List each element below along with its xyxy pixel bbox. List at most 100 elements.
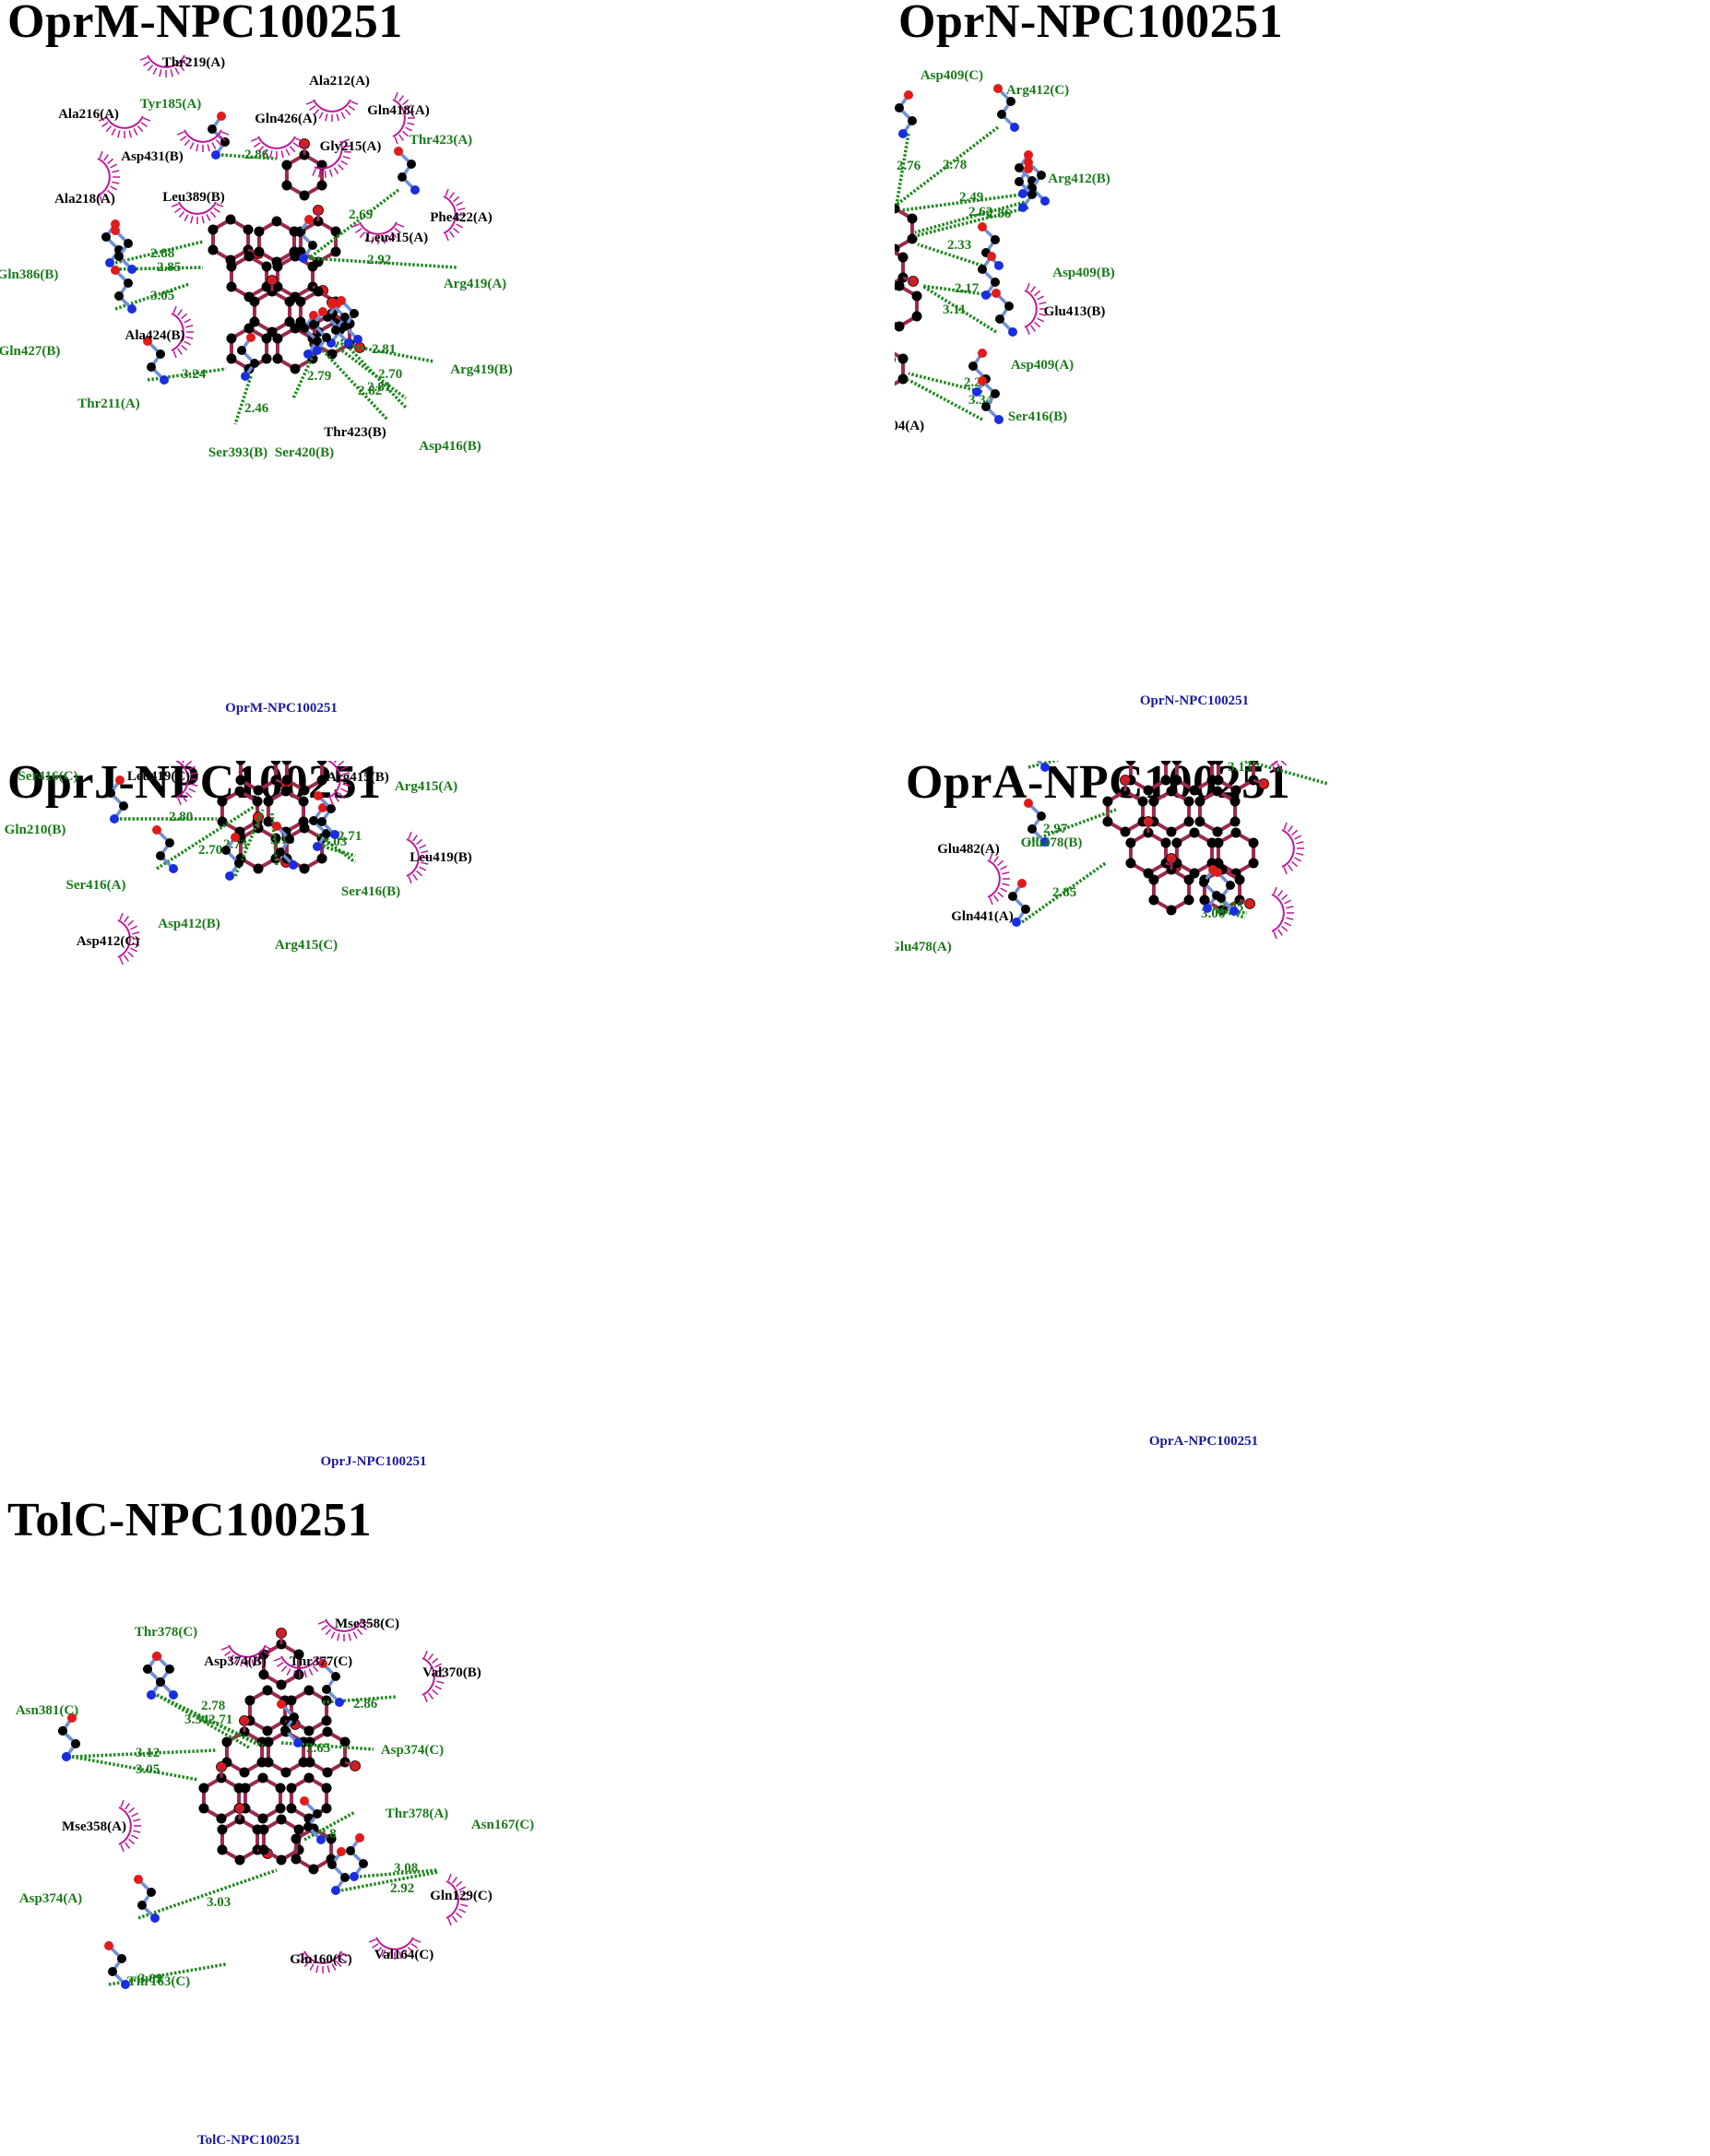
hbond-residue-label: Ser416(C) bbox=[18, 769, 78, 784]
residue-sidechain bbox=[394, 147, 420, 195]
hbond-distance-label: 2.80 bbox=[169, 810, 193, 824]
residue-sidechain bbox=[152, 825, 178, 873]
hbond-line bbox=[108, 1962, 227, 1986]
ligand-ring bbox=[208, 214, 264, 266]
ligand-ring bbox=[895, 203, 918, 255]
residue-sidechain bbox=[992, 289, 1017, 337]
hbond-line bbox=[233, 809, 265, 877]
hbond-line bbox=[921, 284, 997, 334]
hbond-distance-label: 2.81 bbox=[367, 380, 391, 395]
hydrophobic-residue-label: Leu419(B) bbox=[410, 850, 472, 865]
hbond-residue-label: Arg415(A) bbox=[395, 779, 457, 794]
hbond-residue-label: Asp416(B) bbox=[419, 439, 481, 454]
hbond-line bbox=[220, 153, 278, 160]
hydrophobic-layer bbox=[97, 54, 466, 359]
hydrophobic-contact-arc bbox=[392, 91, 415, 145]
ligand-ring bbox=[304, 1726, 361, 1778]
residue-sidechain bbox=[309, 803, 331, 851]
hbond-residue-label: Asn381(C) bbox=[16, 1703, 78, 1718]
hbond-distance-label: 2.82 bbox=[358, 384, 382, 398]
hbond-residue-label: Asp374(C) bbox=[381, 1743, 444, 1758]
hydrophobic-residue-label: Gln441(A) bbox=[951, 909, 1014, 924]
residue-sidechain bbox=[978, 376, 1003, 424]
hydrophobic-contact-arc bbox=[327, 761, 350, 806]
ligand-ring bbox=[1148, 786, 1194, 837]
hydrophobic-contact-arc bbox=[422, 1650, 445, 1703]
hydrophobic-residue-label: Asp412(C) bbox=[77, 934, 139, 949]
hbond-residue-label: Thr423(A) bbox=[410, 133, 472, 148]
hbond-line bbox=[339, 338, 408, 409]
hbond-distance-label: 2.86 bbox=[244, 148, 269, 162]
hbond-distance-label: 2.69 bbox=[349, 207, 373, 222]
panel-oprn: OprN-NPC100251 2.982.332.762.782.492.622… bbox=[895, 0, 1710, 719]
hbond-distance-label: 2.86 bbox=[353, 1697, 378, 1712]
hydrophobic-residue-label: Phe422(A) bbox=[430, 210, 493, 225]
interaction-diagram: 3.202.942.912.983.182.853.132.972.852.95… bbox=[895, 761, 1329, 1449]
residue-sidechain bbox=[1008, 879, 1030, 927]
hydrophobic-residue-label: Gln160(C) bbox=[290, 1952, 352, 1967]
hbond-distance-label: 3.05 bbox=[150, 289, 174, 303]
hbond-distance-label: 2.79 bbox=[307, 369, 331, 384]
hydrophobic-residue-label: Mse358(C) bbox=[335, 1617, 399, 1631]
ligand-ring bbox=[895, 250, 919, 287]
hbond-residue-label: Arg419(B) bbox=[450, 362, 513, 377]
hydrophobic-contact-arc bbox=[98, 115, 151, 138]
ligand-structure bbox=[198, 1628, 361, 1875]
hbond-line bbox=[156, 805, 255, 871]
hbond-residue-label: Ser393(B) bbox=[208, 445, 267, 460]
hbond-distance-label: 2.92 bbox=[367, 253, 391, 267]
hbond-line bbox=[71, 1755, 199, 1782]
hbond-distance-label: 2.65 bbox=[306, 1741, 330, 1756]
hbond-residue-label: Asp409(B) bbox=[1052, 266, 1115, 280]
hbond-residue-label: Arg415(C) bbox=[275, 938, 338, 953]
hydrophobic-residue-label: Gln426(A) bbox=[255, 112, 317, 126]
hbond-layer: 3.202.942.912.983.182.853.132.972.852.95… bbox=[1008, 761, 1329, 927]
hbond-distance-label: 2.46 bbox=[244, 401, 269, 416]
interaction-diagram: 2.982.332.762.782.492.622.862.332.173.11… bbox=[895, 68, 1249, 708]
residue-sidechain bbox=[237, 333, 259, 381]
hbond-distance-label: 3.24 bbox=[182, 367, 207, 382]
residue-sidechain bbox=[58, 1713, 80, 1761]
ligand-ring bbox=[226, 251, 272, 302]
diagram-caption: OprJ-NPC100251 bbox=[321, 1454, 427, 1469]
ligand-ring bbox=[286, 1772, 332, 1824]
hbond-residue-label: Gln386(B) bbox=[0, 267, 58, 282]
hbond-layer: 3.002.832.922.912.922.962.802.702.733.13… bbox=[106, 776, 362, 881]
hydrophobic-contact-arc bbox=[406, 831, 429, 884]
hbond-line bbox=[914, 206, 1029, 238]
diagram-caption: TolC-NPC100251 bbox=[197, 2133, 301, 2148]
residue-sidechain bbox=[978, 222, 1003, 270]
panel-oprj: OprJ-NPC100251 3.002.832.922.912.922.962… bbox=[0, 756, 855, 1480]
hbond-distance-label: 2.92 bbox=[390, 1881, 414, 1896]
hbond-distance-label: 3.13 bbox=[1228, 761, 1252, 775]
residue-labels: Arg217(A)Glu214(A)Ala423(C)Gln210(A)Ile4… bbox=[5, 769, 472, 953]
hbond-distance-label: 2.17 bbox=[955, 281, 980, 296]
residue-sidechain bbox=[104, 1941, 130, 1989]
hbond-distance-label: 2.76 bbox=[897, 159, 921, 173]
residue-sidechain bbox=[895, 90, 917, 138]
hbond-residue-label: Thr163(C) bbox=[127, 1974, 190, 1989]
residue-sidechain bbox=[1015, 164, 1037, 212]
residue-sidechain bbox=[295, 215, 317, 263]
ligand-ring bbox=[895, 356, 896, 363]
residue-labels: Thr219(A)Tyr185(A)Ala212(A)Gln418(A)Ala2… bbox=[0, 55, 513, 460]
hbond-line bbox=[1212, 906, 1246, 919]
hbond-distance-label: 2.71 bbox=[338, 829, 362, 844]
hydrophobic-contact-arc bbox=[987, 852, 1010, 906]
hydrophobic-residue-label: Ala212(A) bbox=[309, 74, 370, 89]
residue-sidechain bbox=[1199, 865, 1221, 913]
hydrophobic-residue-label: Val164(C) bbox=[374, 1948, 433, 1962]
residue-labels: Phe477(B)Arg474(B)Arg240(B)Arg474(C)Asp4… bbox=[895, 835, 1082, 954]
hydrophobic-contact-arc bbox=[443, 188, 466, 242]
residue-sidechain bbox=[300, 311, 322, 359]
hbond-distance-label: 2.78 bbox=[201, 1699, 225, 1713]
residue-sidechain bbox=[1024, 799, 1050, 847]
residue-sidechain bbox=[993, 84, 1019, 132]
residue-sidechain bbox=[272, 822, 298, 870]
hydrophobic-layer bbox=[1024, 282, 1047, 336]
panel-opra: OprA-NPC100251 3.202.942.912.983.182.853… bbox=[895, 756, 1710, 1480]
residue-sidechain bbox=[327, 1847, 350, 1895]
